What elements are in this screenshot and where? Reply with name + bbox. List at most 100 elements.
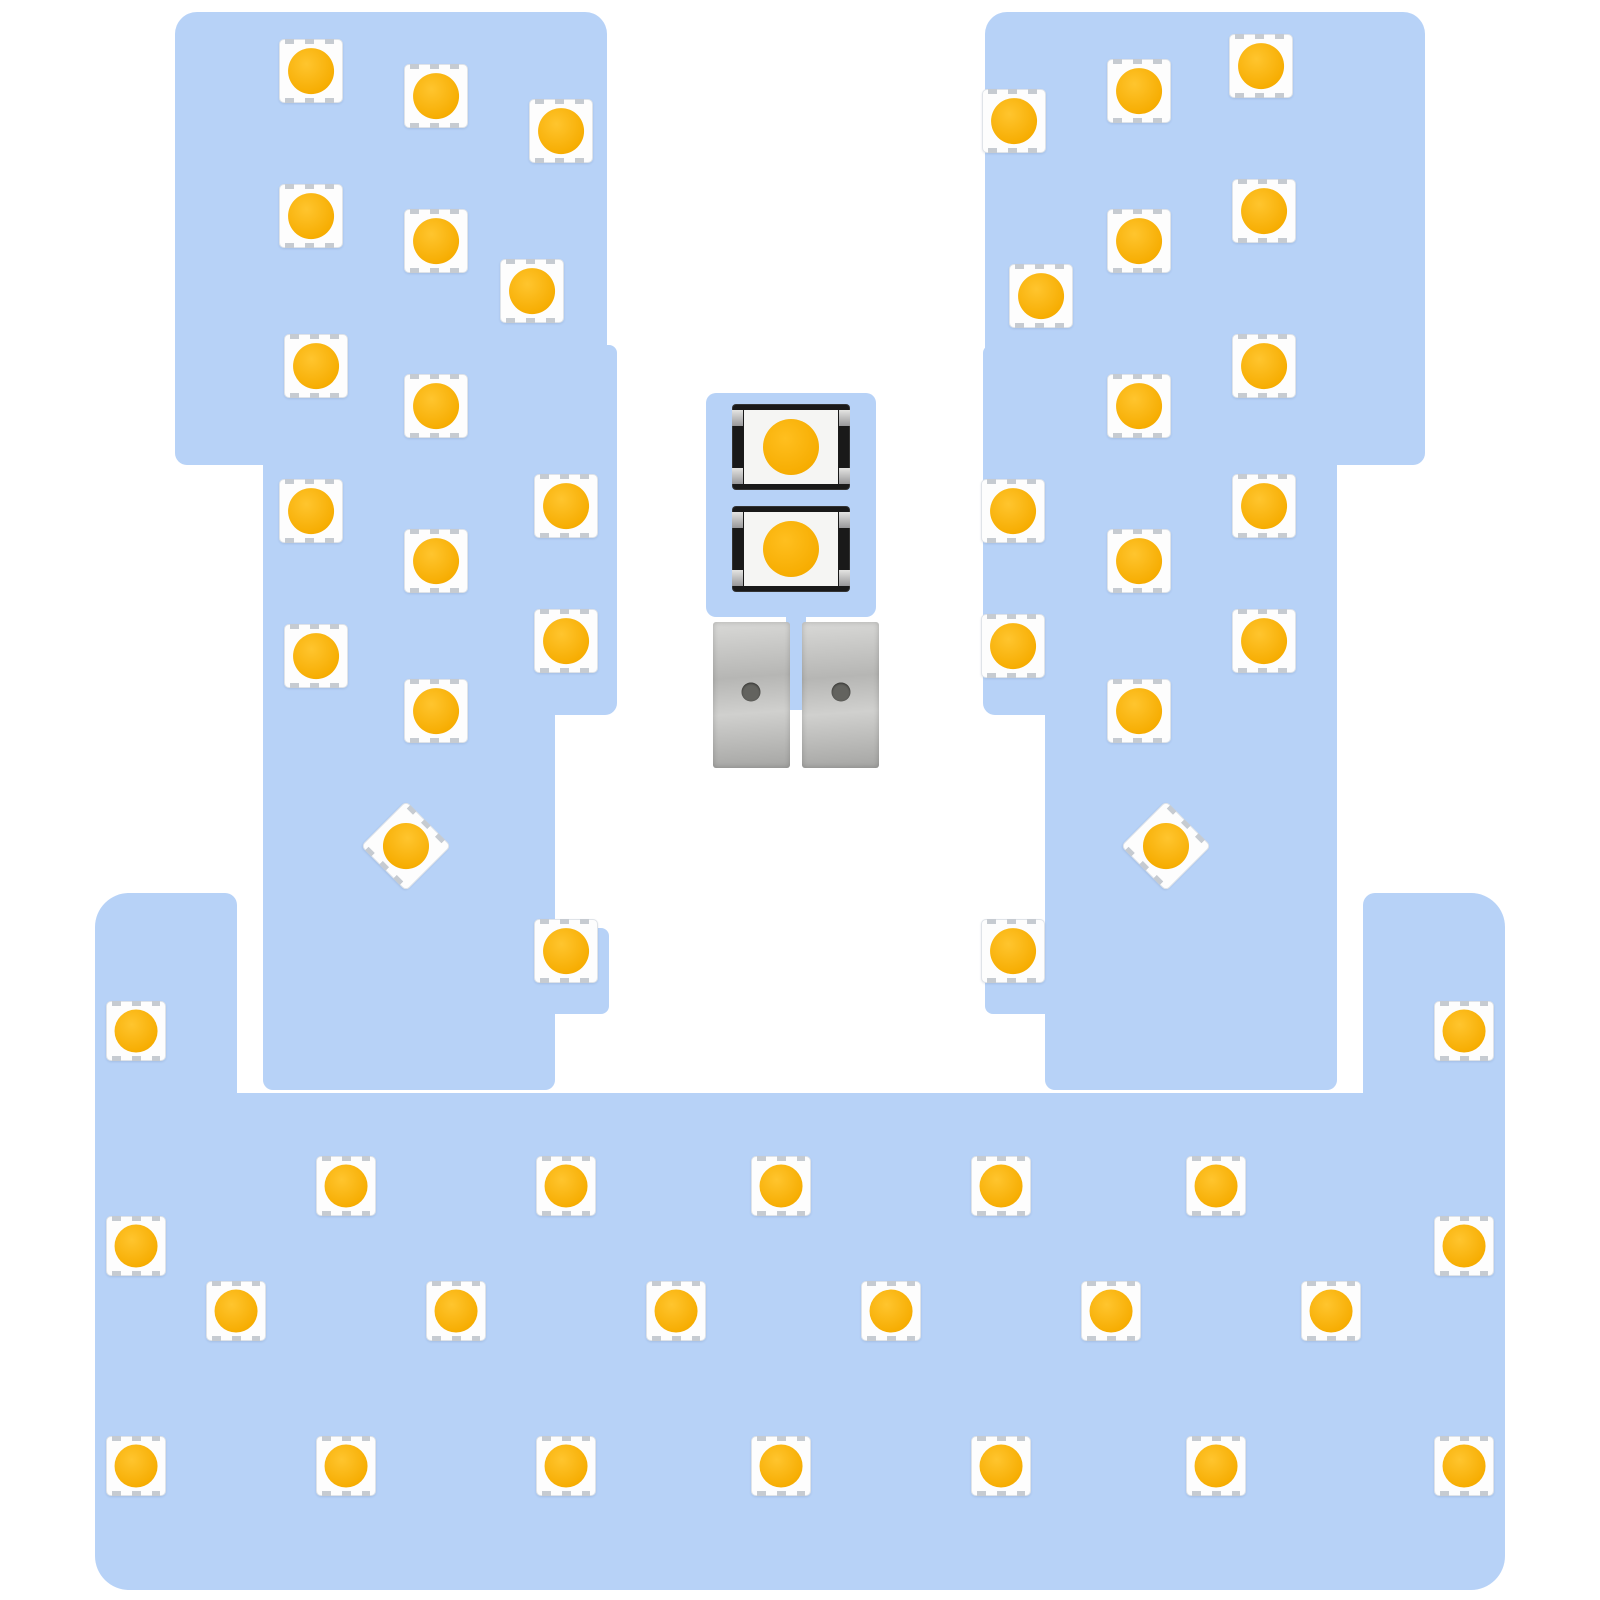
led-emitter (654, 1289, 698, 1333)
led-emitter (288, 488, 334, 534)
smd-5050-led-chip (1229, 34, 1293, 98)
led-emitter (979, 1444, 1023, 1488)
smd-5050-led-chip (536, 1436, 596, 1496)
led-emitter (1442, 1009, 1486, 1053)
led-emitter (288, 48, 334, 94)
smd-5050-led-chip (534, 919, 598, 983)
module-pin (732, 410, 743, 426)
smd-5050-led-chip (1009, 264, 1073, 328)
smd-5050-led-chip (404, 209, 468, 273)
led-emitter (114, 1444, 158, 1488)
led-emitter (1116, 688, 1162, 734)
smd-5050-led-chip (284, 334, 348, 398)
led-emitter (413, 688, 459, 734)
front-map-light-board-right-pcb (1045, 700, 1337, 1090)
led-emitter (434, 1289, 478, 1333)
smd-5050-led-chip (404, 679, 468, 743)
smd-5050-led-chip (861, 1281, 921, 1341)
led-emitter (759, 1444, 803, 1488)
smd-5050-led-chip (316, 1156, 376, 1216)
led-emitter (413, 73, 459, 119)
metal-contact-plate (713, 622, 790, 768)
front-map-light-board-left-pcb (263, 700, 555, 1090)
led-emitter (324, 1444, 368, 1488)
led-emitter (324, 1164, 368, 1208)
led-emitter (869, 1289, 913, 1333)
smd-5050-led-chip (316, 1436, 376, 1496)
led-emitter (214, 1289, 258, 1333)
contact-hole (741, 682, 761, 702)
metal-contact-plate (802, 622, 879, 768)
smd-5050-led-chip (284, 624, 348, 688)
smd-5050-led-chip (1107, 679, 1171, 743)
module-pin (839, 468, 850, 484)
smd-5050-led-chip (981, 479, 1045, 543)
smd-5050-led-chip (534, 474, 598, 538)
led-emitter (293, 633, 339, 679)
module-pin (732, 570, 743, 586)
smd-5050-led-chip (206, 1281, 266, 1341)
led-emitter (544, 1444, 588, 1488)
led-emitter (413, 383, 459, 429)
led-emitter (1241, 618, 1287, 664)
led-emitter (543, 928, 589, 974)
t10-wedge-led-bulb-pcb (786, 610, 806, 710)
led-emitter (114, 1009, 158, 1053)
led-emitter (544, 1164, 588, 1208)
led-emitter (990, 488, 1036, 534)
led-emitter (991, 98, 1037, 144)
smd-5050-led-chip (279, 184, 343, 248)
led-emitter (759, 1164, 803, 1208)
smd-5050-led-chip (1232, 609, 1296, 673)
led-emitter (413, 538, 459, 584)
smd-5050-led-chip (1301, 1281, 1361, 1341)
smd-led-module (732, 507, 850, 591)
smd-5050-led-chip (751, 1436, 811, 1496)
module-pin (839, 512, 850, 528)
smd-5050-led-chip (536, 1156, 596, 1216)
module-pin (839, 410, 850, 426)
led-emitter (763, 419, 819, 475)
led-emitter (1018, 273, 1064, 319)
led-emitter (1116, 218, 1162, 264)
smd-5050-led-chip (1107, 209, 1171, 273)
smd-5050-led-chip (404, 374, 468, 438)
smd-5050-led-chip (646, 1281, 706, 1341)
smd-5050-led-chip (971, 1436, 1031, 1496)
module-pin (839, 570, 850, 586)
smd-5050-led-chip (534, 609, 598, 673)
led-emitter (1241, 188, 1287, 234)
front-map-light-board-left-pcb (175, 345, 617, 465)
smd-5050-led-chip (529, 99, 593, 163)
smd-5050-led-chip (1186, 1436, 1246, 1496)
smd-5050-led-chip (1107, 59, 1171, 123)
led-emitter (1238, 43, 1284, 89)
contact-hole (831, 682, 851, 702)
led-emitter (1241, 343, 1287, 389)
smd-led-module (732, 405, 850, 489)
smd-5050-led-chip (1434, 1216, 1494, 1276)
smd-5050-led-chip (426, 1281, 486, 1341)
led-emitter (1116, 538, 1162, 584)
led-emitter (538, 108, 584, 154)
smd-5050-led-chip (971, 1156, 1031, 1216)
led-emitter (1116, 68, 1162, 114)
smd-5050-led-chip (106, 1216, 166, 1276)
smd-5050-led-chip (1232, 179, 1296, 243)
smd-5050-led-chip (500, 259, 564, 323)
smd-5050-led-chip (751, 1156, 811, 1216)
smd-5050-led-chip (1232, 334, 1296, 398)
module-pin (732, 512, 743, 528)
smd-5050-led-chip (404, 529, 468, 593)
smd-5050-led-chip (106, 1001, 166, 1061)
led-emitter (990, 928, 1036, 974)
led-emitter (1442, 1444, 1486, 1488)
led-emitter (293, 343, 339, 389)
smd-5050-led-chip (1434, 1001, 1494, 1061)
led-emitter (1442, 1224, 1486, 1268)
smd-5050-led-chip (106, 1436, 166, 1496)
led-emitter (1241, 483, 1287, 529)
led-emitter (1089, 1289, 1133, 1333)
front-map-light-board-right-pcb (983, 345, 1425, 465)
